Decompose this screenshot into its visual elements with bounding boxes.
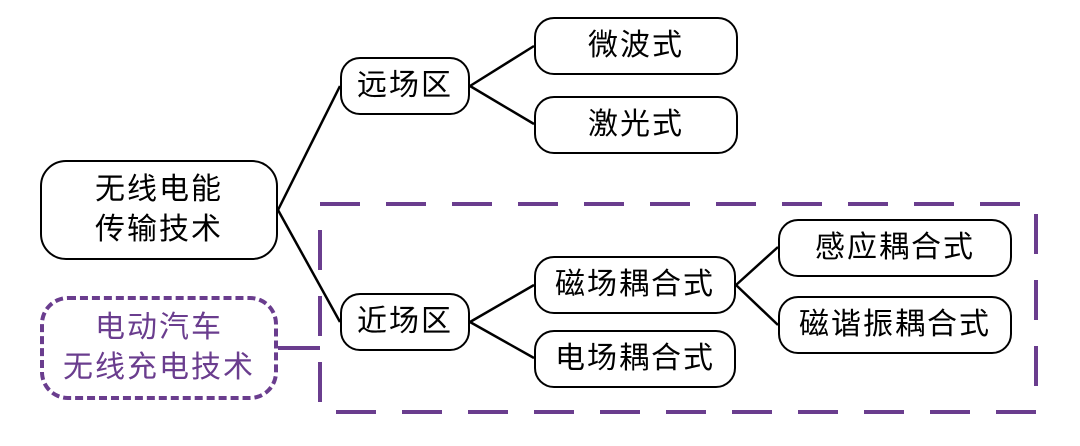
connector-root-far-field xyxy=(276,85,342,211)
node-inductive-coupling-label: 感应耦合式 xyxy=(815,230,975,265)
connector-far-field-laser xyxy=(469,84,535,126)
near-field-highlight-region xyxy=(318,202,1038,414)
node-root: 无线电能 传输技术 xyxy=(40,160,278,260)
node-microwave-label: 微波式 xyxy=(588,28,684,63)
node-far-field: 远场区 xyxy=(340,57,470,115)
node-ev-wireless-charging-label: 电动汽车 无线充电技术 xyxy=(63,310,255,385)
node-far-field-label: 远场区 xyxy=(357,68,453,103)
node-magnetic-resonance: 磁谐振耦合式 xyxy=(778,296,1012,354)
node-laser-label: 激光式 xyxy=(588,107,684,142)
node-near-field: 近场区 xyxy=(340,293,470,351)
node-ev-wireless-charging: 电动汽车 无线充电技术 xyxy=(40,296,278,400)
node-laser: 激光式 xyxy=(534,96,738,154)
node-electric-coupling-label: 电场耦合式 xyxy=(555,341,715,376)
node-electric-coupling: 电场耦合式 xyxy=(534,330,736,388)
node-magnetic-coupling: 磁场耦合式 xyxy=(534,256,736,314)
node-magnetic-resonance-label: 磁谐振耦合式 xyxy=(799,307,991,342)
connector-near-field-magnetic xyxy=(469,283,535,324)
node-near-field-label: 近场区 xyxy=(357,304,453,339)
connector-magnetic-resonance xyxy=(735,284,779,326)
connector-root-near-field xyxy=(276,209,342,323)
node-inductive-coupling: 感应耦合式 xyxy=(778,219,1012,277)
node-microwave: 微波式 xyxy=(534,17,738,75)
connector-near-field-electric xyxy=(469,320,535,360)
connector-magnetic-inductive xyxy=(735,246,779,286)
connector-far-field-microwave xyxy=(469,44,535,88)
node-root-label: 无线电能 传输技术 xyxy=(95,172,223,247)
node-magnetic-coupling-label: 磁场耦合式 xyxy=(555,267,715,302)
